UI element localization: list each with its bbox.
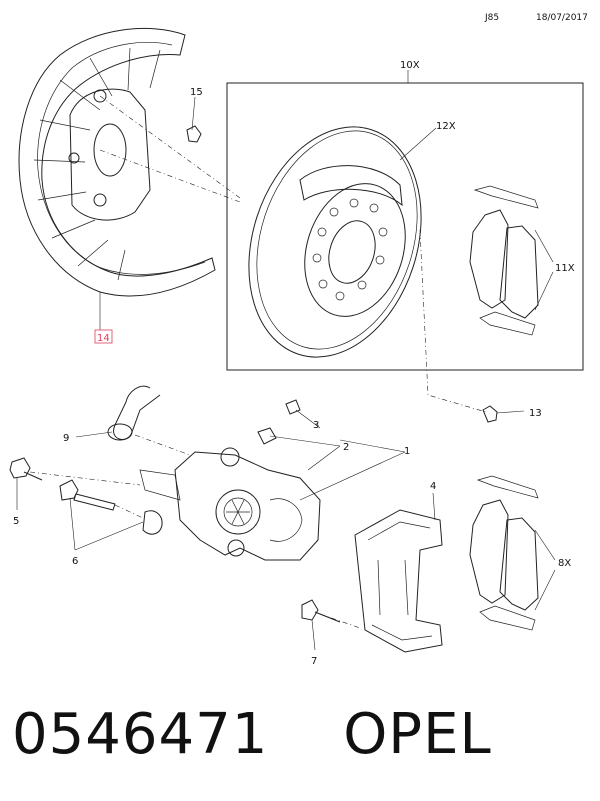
- dust-cap: [285, 399, 301, 415]
- bolt-7: [301, 599, 341, 623]
- callout-9: 9: [63, 433, 69, 444]
- brake-caliper: [139, 447, 321, 561]
- header-code: J85: [484, 13, 499, 23]
- callout-3: 3: [313, 420, 319, 431]
- rotor-kit-frame: [226, 82, 584, 371]
- callout-14: 14: [97, 333, 110, 344]
- part-number: 0546471: [12, 702, 269, 767]
- caliper-carrier: [354, 509, 443, 653]
- brake-disc: [248, 126, 422, 358]
- callout-15: 15: [190, 87, 203, 98]
- callout-6: 6: [72, 556, 78, 567]
- callout-2: 2: [343, 442, 349, 453]
- callout-12x: 12X: [436, 121, 456, 132]
- caliper-spring: [107, 385, 161, 441]
- callout-10x: 10X: [400, 60, 420, 71]
- header-date: 18/07/2017: [536, 13, 588, 23]
- callout-5: 5: [13, 516, 19, 527]
- callout-4: 4: [430, 481, 436, 492]
- callout-14-highlight-frame: [94, 329, 113, 344]
- bleeder-valve: [257, 427, 277, 445]
- callout-8x: 8X: [558, 558, 571, 569]
- guide-pin: [59, 479, 163, 535]
- callout-1: 1: [404, 446, 410, 457]
- callout-13: 13: [529, 408, 542, 419]
- brake-pad-set-rear-lower: [469, 475, 539, 631]
- small-bolt-15: [186, 125, 202, 143]
- small-bolt-13: [482, 405, 498, 423]
- leader-lines: [16, 70, 556, 651]
- brake-pad-set-rear-upper: [469, 185, 539, 336]
- callout-7: 7: [311, 656, 317, 667]
- footer-caption: 0546471 OPEL: [12, 702, 492, 772]
- callout-11x: 11X: [555, 263, 575, 274]
- bolt-5: [9, 457, 43, 481]
- brand-name: OPEL: [343, 702, 492, 767]
- dust-shield: [18, 27, 216, 297]
